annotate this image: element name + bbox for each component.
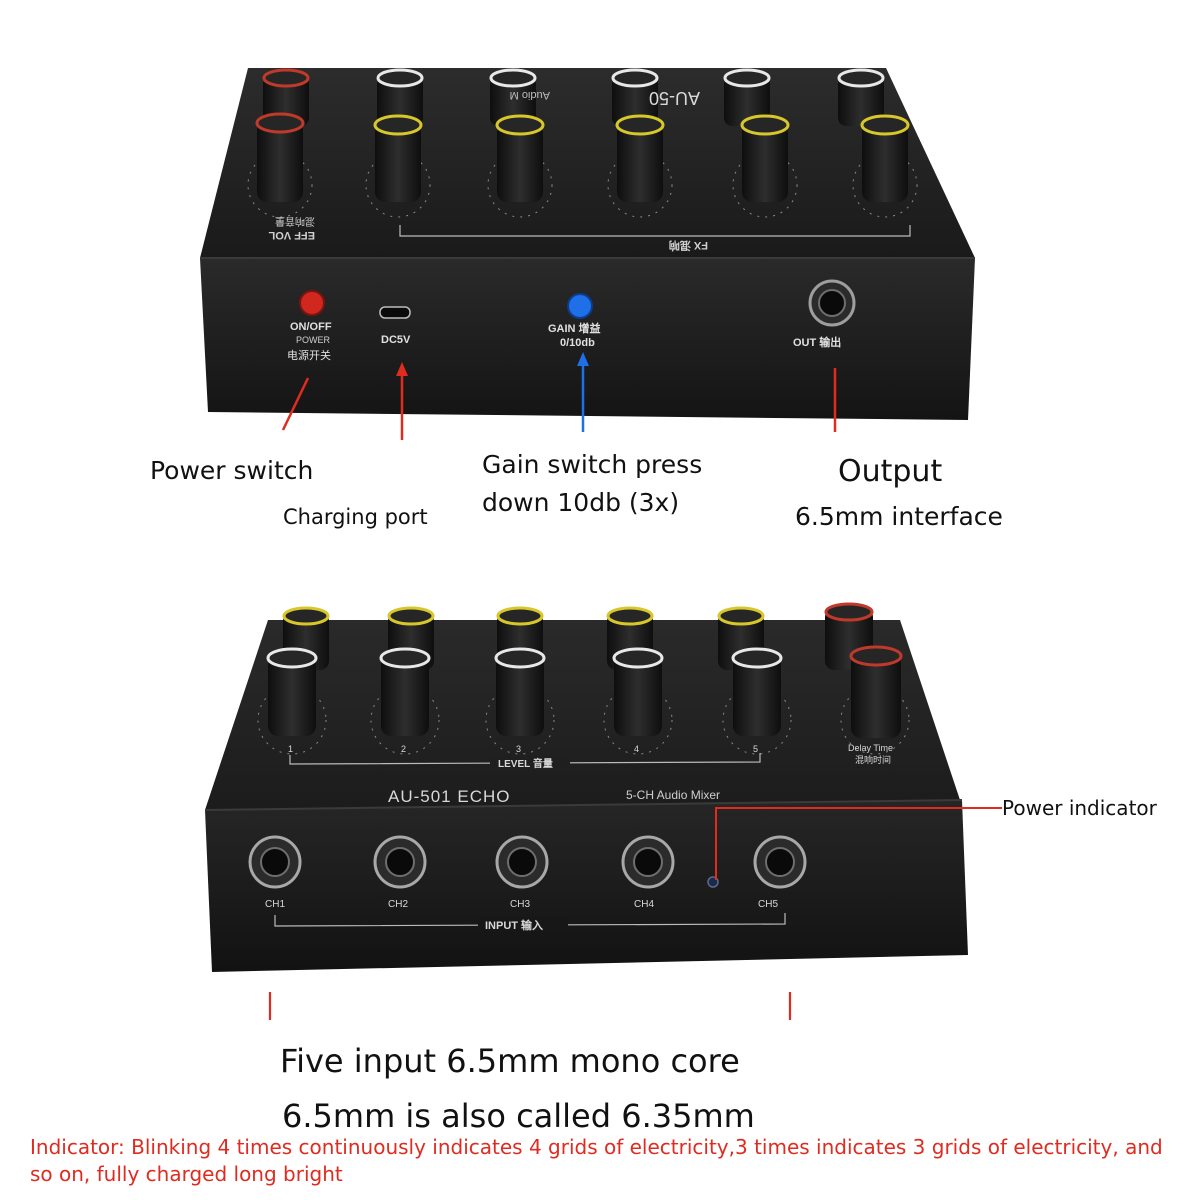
- gain-button-blue-icon[interactable]: [567, 293, 593, 319]
- top-front-knob: [607, 114, 673, 218]
- usb-c-port-icon[interactable]: [379, 306, 411, 319]
- bottom-device-photo: 1 2 3 4 5 LEVEL 音量 Delay Time 混响时间 AU-50…: [204, 602, 1002, 1020]
- output-jack-icon[interactable]: [808, 279, 856, 327]
- indicator-note: Indicator: Blinking 4 times continuously…: [30, 1135, 1163, 1186]
- svg-text:Audio M: Audio M: [510, 89, 550, 101]
- top-back-knob: [376, 68, 424, 126]
- svg-text:FX 混响: FX 混响: [669, 239, 708, 253]
- top-front-knob: [852, 114, 918, 218]
- power-button-red-icon[interactable]: [299, 290, 325, 316]
- power-switch-callout: Power switch: [150, 456, 314, 485]
- top-front-knob: [247, 112, 313, 218]
- top-front-knob: [487, 114, 553, 218]
- svg-text:4: 4: [634, 744, 639, 754]
- bottom-device-front-panel: [205, 800, 968, 972]
- svg-text:混响时间: 混响时间: [855, 754, 891, 765]
- svg-text:CH4: CH4: [634, 899, 654, 910]
- top-back-knob: [723, 68, 771, 126]
- input-label: INPUT 输入: [485, 918, 543, 932]
- top-device-rear-panel: [200, 258, 975, 420]
- mixer-type-label: 5-CH Audio Mixer: [626, 788, 720, 802]
- svg-text:CH3: CH3: [510, 899, 530, 910]
- gain-switch-callout-line2: down 10db (3x): [482, 488, 680, 517]
- svg-text:0/10db: 0/10db: [560, 337, 595, 349]
- top-device-photo: AU-50 Audio M EFF VOL 混响音量 FX 混响 ON/OFF …: [200, 68, 975, 440]
- bottom-front-knob: [370, 647, 440, 755]
- output-callout-line2: 6.5mm interface: [795, 502, 1003, 531]
- top-back-knob: [611, 68, 659, 126]
- model-label: AU-501 ECHO: [388, 787, 510, 806]
- input-jack-icon[interactable]: [621, 835, 675, 889]
- svg-text:CH2: CH2: [388, 899, 408, 910]
- also-called-callout: 6.5mm is also called 6.35mm: [282, 1097, 755, 1135]
- svg-text:5: 5: [753, 744, 758, 754]
- top-front-knob: [365, 114, 431, 218]
- svg-text:电源开关: 电源开关: [287, 348, 331, 362]
- bottom-front-knob: [722, 647, 792, 755]
- top-front-knob: [732, 114, 798, 218]
- fx-label: FX 混响: [669, 239, 708, 253]
- top-back-knob: [489, 68, 537, 126]
- input-jack-icon[interactable]: [753, 835, 807, 889]
- input-jack-icon[interactable]: [495, 835, 549, 889]
- bottom-front-knob: [603, 647, 673, 755]
- input-jack-icon[interactable]: [373, 835, 427, 889]
- bottom-front-knob: [485, 647, 555, 755]
- charging-port-callout: Charging port: [283, 505, 428, 529]
- output-callout-line1: Output: [838, 454, 943, 489]
- svg-text:ON/OFF: ON/OFF: [290, 321, 332, 333]
- input-jack-icon[interactable]: [248, 835, 302, 889]
- top-back-knob: [837, 68, 885, 126]
- svg-text:AU-50: AU-50: [649, 88, 700, 108]
- top-lid-mirrored-print: AU-50 Audio M: [510, 88, 700, 108]
- svg-text:OUT 输出: OUT 输出: [793, 335, 841, 349]
- delay-time-label: Delay Time: [848, 743, 893, 753]
- svg-text:3: 3: [516, 744, 521, 754]
- bottom-front-knob: [840, 645, 910, 755]
- svg-text:EFF VOL: EFF VOL: [268, 229, 315, 241]
- gain-switch-callout-line1: Gain switch press: [482, 450, 703, 479]
- svg-text:POWER: POWER: [296, 335, 331, 345]
- svg-text:1: 1: [288, 744, 293, 754]
- svg-text:混响音量: 混响音量: [275, 215, 315, 228]
- svg-text:GAIN 增益: GAIN 增益: [548, 321, 601, 335]
- svg-text:2: 2: [401, 744, 406, 754]
- bottom-front-knob: [257, 647, 327, 755]
- svg-text:CH1: CH1: [265, 899, 285, 910]
- svg-text:CH5: CH5: [758, 899, 778, 910]
- five-input-callout: Five input 6.5mm mono core: [280, 1042, 740, 1080]
- svg-text:DC5V: DC5V: [381, 334, 411, 346]
- power-indicator-callout: Power indicator: [1002, 796, 1157, 820]
- eff-vol-label: EFF VOL 混响音量: [268, 215, 315, 241]
- level-label: LEVEL 音量: [498, 757, 553, 770]
